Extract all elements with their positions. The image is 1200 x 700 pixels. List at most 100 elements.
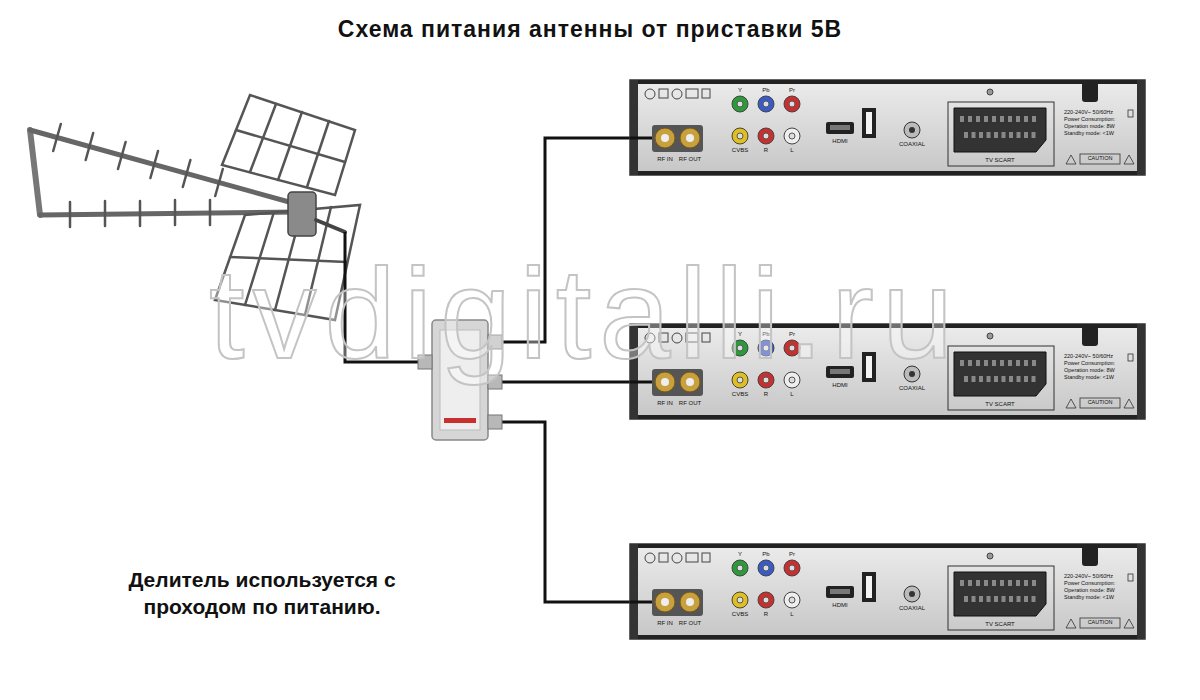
coaxial-port [904, 586, 920, 602]
antenna-bracket [30, 130, 40, 215]
coaxial-port [904, 122, 920, 138]
warning-sign [1066, 619, 1076, 628]
usb-port [862, 572, 876, 602]
power-cord [1082, 82, 1098, 102]
port-label: Standby mode: <1W [1064, 131, 1114, 137]
scart-pin [1024, 596, 1028, 602]
scart-pin [1002, 132, 1006, 138]
scart-pin [960, 580, 964, 586]
cert-icon [686, 553, 698, 562]
scart-pin [964, 596, 968, 602]
rca-jack [732, 560, 748, 576]
rca-jack [763, 133, 769, 139]
scart-pin [984, 580, 988, 586]
warning-sign [1066, 155, 1076, 164]
hdmi-port [830, 125, 850, 130]
scart-pin [984, 360, 988, 366]
scart-pin [1000, 580, 1004, 586]
rca-jack [737, 133, 743, 139]
usb-port [866, 112, 872, 134]
port-label: 220-240V~ 50/60Hz [1064, 354, 1113, 360]
rf-socket-plate [652, 125, 703, 152]
port-label: RF OUT [679, 156, 701, 162]
coaxial-port [909, 591, 915, 597]
scart-pin [976, 116, 980, 122]
rf-connector [680, 128, 700, 148]
panel-edge [630, 544, 1145, 548]
scart-pin [1000, 116, 1004, 122]
port-label: Power Consumption: [1064, 361, 1115, 367]
rca-jack [732, 128, 748, 144]
scart-pin [994, 596, 998, 602]
panel-edge [1137, 544, 1145, 639]
scart-pin [972, 596, 976, 602]
port-label: COAXIAL [899, 141, 925, 147]
set-top-box: RF INRF OUTYPbPrCVBSRLHDMICOAXIALTV SCAR… [630, 544, 1145, 639]
coax-cable [502, 422, 630, 602]
scart-pin [1008, 580, 1012, 586]
scart-pin [1024, 132, 1028, 138]
scart-pin [1032, 116, 1036, 122]
scart-pin [1009, 596, 1013, 602]
scart-pin [1009, 376, 1013, 382]
warning-sign [1066, 399, 1076, 408]
coax-cable [502, 381, 630, 384]
rca-jack [789, 597, 795, 603]
scart-pin [1017, 596, 1021, 602]
scart-pin [1000, 360, 1004, 366]
port-label: RF IN [657, 620, 673, 626]
port-label: HDMI [832, 602, 847, 608]
scart-pin [1024, 116, 1028, 122]
scart-pin [976, 360, 980, 366]
panel-edge [630, 80, 638, 175]
scart-pin [972, 376, 976, 382]
port-label: Standby mode: <1W [1064, 595, 1114, 601]
panel-edge [1137, 80, 1145, 175]
panel-edge [630, 415, 1145, 419]
usb-port [866, 576, 872, 598]
rca-jack [732, 96, 748, 112]
port-label: Operation mode: 8W [1064, 588, 1115, 594]
scart-pin [1024, 376, 1028, 382]
rca-jack [789, 133, 795, 139]
cert-icon [702, 553, 710, 562]
warning-sign [1124, 155, 1134, 164]
scart-pin [984, 116, 988, 122]
port-label: Pb [762, 87, 769, 93]
rca-jack [789, 101, 795, 107]
cert-icon [645, 553, 655, 563]
antenna-boom [30, 130, 300, 205]
port-label: CAUTION [1088, 400, 1113, 406]
rca-jack [758, 128, 774, 144]
caution-plate [1080, 154, 1120, 164]
port-label: HDMI [832, 138, 847, 144]
scart-pin [972, 132, 976, 138]
coax-cable [630, 137, 655, 140]
power-cord [1082, 326, 1098, 346]
panel-edge [1137, 324, 1145, 419]
rca-jack [763, 101, 769, 107]
scart-pin [1016, 116, 1020, 122]
rca-jack [763, 565, 769, 571]
panel-edge [630, 544, 638, 639]
usb-port [862, 108, 876, 138]
cert-icon [702, 89, 710, 98]
port-label: HDMI [832, 382, 847, 388]
port-label: RF OUT [679, 620, 701, 626]
port-label: RF OUT [679, 400, 701, 406]
cert-icon [659, 553, 668, 562]
rca-jack [758, 96, 774, 112]
port-label: COAXIAL [899, 605, 925, 611]
port-label: Standby mode: <1W [1064, 375, 1114, 381]
rca-jack [784, 96, 800, 112]
scart-pin [964, 376, 968, 382]
cert-icon [659, 89, 668, 98]
port-label: 220-240V~ 50/60Hz [1064, 574, 1113, 580]
antenna-directors [53, 124, 223, 227]
hdmi-port [826, 586, 854, 598]
port-label: Power Consumption: [1064, 581, 1115, 587]
scart-pin [1024, 360, 1028, 366]
rf-connector [686, 378, 694, 386]
port-label: L [790, 611, 793, 617]
